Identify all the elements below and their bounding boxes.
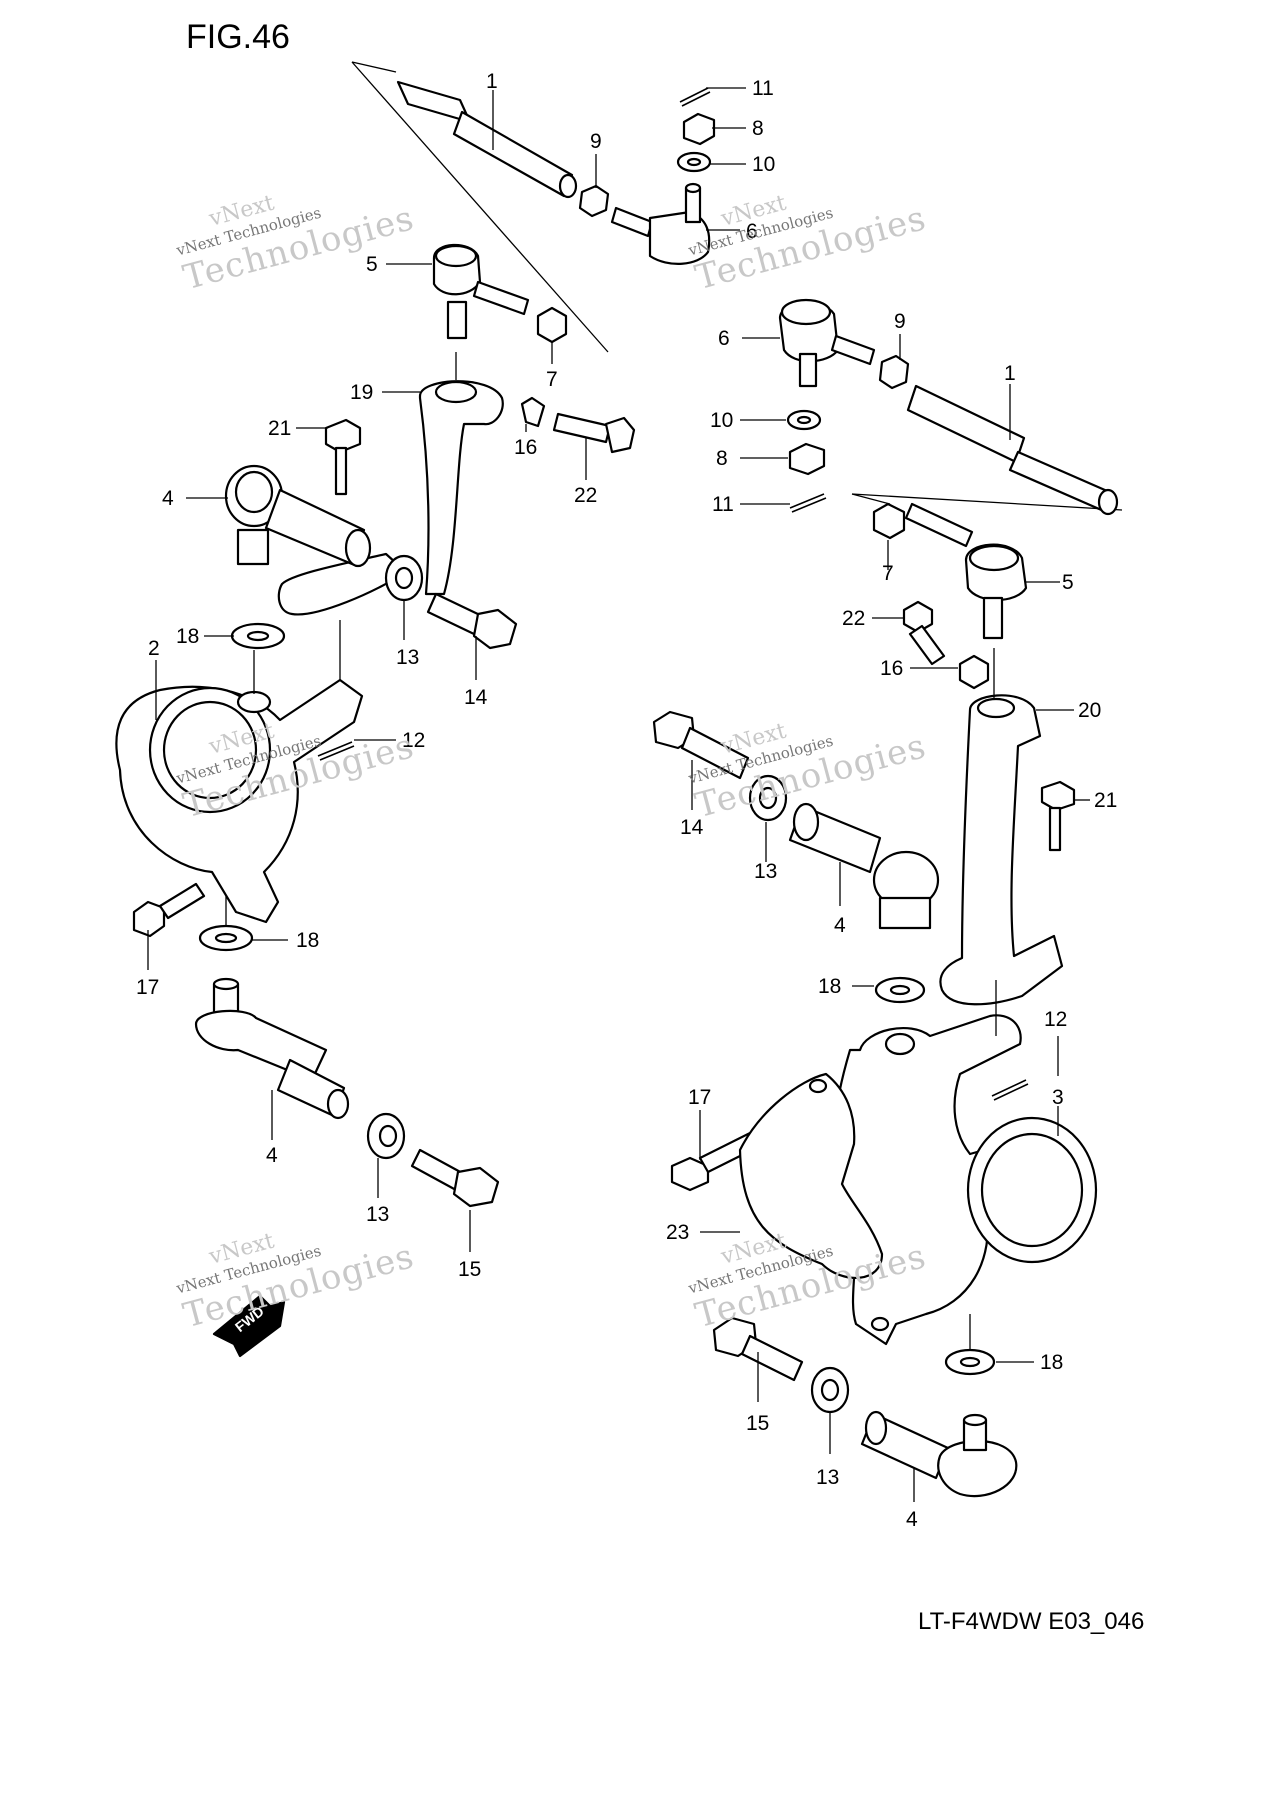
callout-6: 6	[718, 327, 730, 350]
fwd-arrow: FWD	[212, 1294, 286, 1358]
callout-18: 18	[176, 625, 199, 648]
callout-10: 10	[752, 153, 775, 176]
bolt-part	[132, 882, 206, 938]
callout-13: 13	[366, 1203, 389, 1226]
callout-14: 14	[464, 686, 488, 709]
tie-rod-assembly-left	[351, 61, 716, 353]
callout-16: 16	[880, 657, 903, 680]
lower-left-parts: FWD	[194, 977, 500, 1358]
nut-part	[872, 502, 906, 540]
knuckle-assembly-right	[670, 980, 1098, 1376]
tie-rod-part	[396, 80, 578, 199]
tie-rod-end-part	[224, 464, 372, 568]
tie-rod-end-part	[904, 502, 1028, 640]
lower-right-parts	[712, 1316, 1018, 1498]
figure-title: FIG.46	[186, 18, 290, 56]
callout-19: 19	[350, 381, 373, 404]
cotter-pin-part	[789, 493, 827, 513]
callout-13: 13	[816, 1466, 839, 1489]
cotter-pin-part	[317, 741, 355, 761]
steering-arm-assembly-left	[224, 352, 636, 650]
callout-13: 13	[396, 646, 419, 669]
callout-23: 23	[666, 1221, 689, 1244]
callout-20: 20	[1078, 699, 1101, 722]
bolt-part	[324, 418, 362, 496]
leader-lines	[147, 87, 1090, 1502]
callout-6: 6	[746, 220, 758, 243]
callout-8: 8	[716, 447, 728, 470]
callout-7: 7	[882, 562, 894, 585]
tie-rod-end-part	[778, 298, 876, 388]
nut-part	[536, 306, 568, 344]
callout-labels: 1 11 8 9 10 6 5 7 19 21 16 22 4 18 13 14…	[136, 70, 1117, 1531]
callout-1: 1	[486, 70, 498, 93]
callout-21: 21	[1094, 789, 1117, 812]
callout-3: 3	[1052, 1086, 1064, 1109]
callout-12: 12	[1044, 1008, 1067, 1031]
callout-8: 8	[752, 117, 764, 140]
callout-4: 4	[906, 1508, 918, 1531]
callout-13: 13	[754, 860, 777, 883]
tie-rod-assembly-right	[778, 298, 1123, 640]
callout-1: 1	[1004, 362, 1016, 385]
steering-arm-assembly-right	[652, 600, 1076, 1006]
bolt-part	[902, 600, 946, 666]
callout-4: 4	[266, 1144, 278, 1167]
cotter-pin-part	[679, 87, 711, 107]
nut-part	[578, 184, 610, 218]
nut-part	[878, 354, 910, 390]
callout-2: 2	[148, 637, 160, 660]
callout-17: 17	[688, 1086, 711, 1109]
callout-22: 22	[842, 607, 865, 630]
bolt-part	[410, 1148, 500, 1208]
callout-21: 21	[268, 417, 291, 440]
callout-5: 5	[366, 253, 378, 276]
callout-22: 22	[574, 484, 597, 507]
castle-nut-part	[788, 442, 826, 476]
callout-15: 15	[746, 1412, 769, 1435]
callout-11: 11	[712, 493, 734, 516]
callout-18: 18	[296, 929, 319, 952]
guard-plate-part	[738, 1072, 884, 1279]
callout-9: 9	[590, 130, 602, 153]
tie-rod-part	[906, 384, 1119, 516]
callout-11: 11	[752, 77, 774, 100]
figure-code: LT-F4WDW E03_046	[918, 1608, 1145, 1635]
callout-4: 4	[834, 914, 846, 937]
callout-5: 5	[1062, 571, 1074, 594]
callout-7: 7	[546, 368, 558, 391]
bolt-part	[1040, 780, 1076, 852]
tie-rod-end-part	[610, 182, 711, 265]
callout-15: 15	[458, 1258, 481, 1281]
tie-rod-end-part	[432, 243, 530, 340]
callout-12: 12	[402, 729, 425, 752]
bolt-part	[712, 1316, 804, 1382]
callout-18: 18	[1040, 1351, 1063, 1374]
callout-4: 4	[162, 487, 174, 510]
callout-16: 16	[514, 436, 537, 459]
bolt-part	[552, 412, 636, 454]
washer-part	[958, 654, 990, 690]
tie-rod-end-part	[194, 977, 350, 1120]
callout-17: 17	[136, 976, 159, 999]
bolt-part	[426, 592, 518, 650]
washer-part	[520, 396, 546, 428]
callout-10: 10	[710, 409, 733, 432]
callout-18: 18	[818, 975, 841, 998]
callout-14: 14	[680, 816, 704, 839]
castle-nut-part	[682, 112, 716, 146]
tie-rod-end-part	[860, 1410, 1018, 1498]
cotter-pin-part	[991, 1079, 1029, 1101]
callout-9: 9	[894, 310, 906, 333]
knuckle-assembly-left	[115, 620, 364, 952]
tie-rod-end-part	[788, 802, 940, 930]
bolt-part	[652, 710, 750, 780]
